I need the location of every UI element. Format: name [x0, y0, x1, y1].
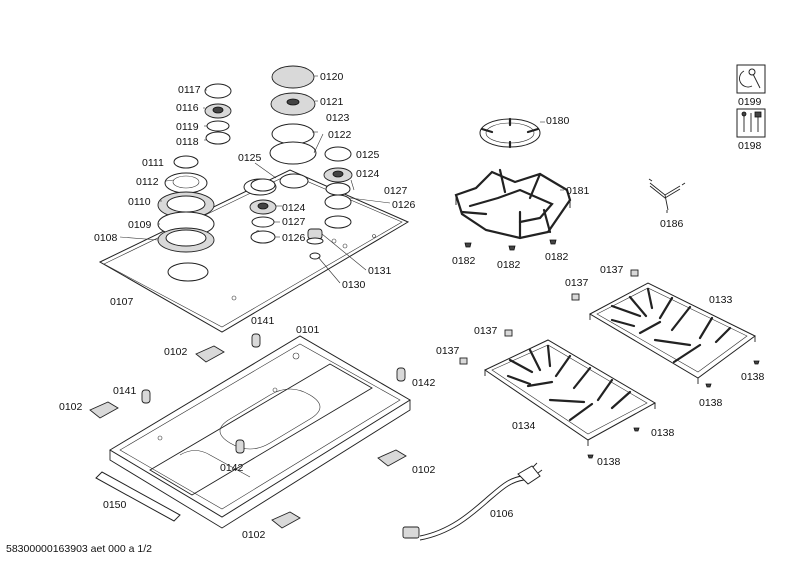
burner-center-stack — [269, 65, 317, 165]
label-0118: 0118 — [176, 136, 199, 148]
burner-cap-0117 — [204, 83, 232, 99]
label-0137-b: 0137 — [565, 277, 589, 289]
label-0138-d: 0138 — [597, 456, 621, 468]
tool-kit-icon — [736, 108, 766, 138]
label-0182-a: 0182 — [452, 255, 476, 267]
clips-0137 — [459, 269, 639, 365]
label-0137-d: 0137 — [436, 345, 460, 357]
label-0108: 0108 — [94, 232, 118, 244]
label-0126-mid: 0126 — [282, 232, 306, 244]
label-0198: 0198 — [738, 140, 762, 152]
label-0137-c: 0137 — [474, 325, 498, 337]
label-0141-left: 0141 — [113, 385, 137, 397]
label-0134: 0134 — [512, 420, 536, 432]
label-0112: 0112 — [136, 176, 159, 188]
leader-lines-top — [119, 75, 391, 284]
ring-0118 — [205, 131, 231, 145]
label-0138-b: 0138 — [699, 397, 723, 409]
wok-grid-0181 — [454, 168, 572, 240]
document-id-footer: 58300000163903 aet 000 a 1/2 — [6, 543, 152, 555]
feet-0138 — [587, 360, 760, 459]
label-0130: 0130 — [342, 279, 366, 291]
burner-right-stack — [323, 146, 353, 210]
label-0121: 0121 — [320, 96, 344, 108]
pan-support-0133 — [588, 282, 756, 384]
label-0127-right: 0127 — [384, 185, 408, 197]
hob-top-panel — [98, 169, 410, 333]
feet-0182 — [464, 239, 557, 251]
label-0117: 0117 — [178, 84, 201, 96]
label-0150: 0150 — [103, 499, 127, 511]
ring-0122 — [269, 141, 317, 165]
label-0126-right: 0126 — [392, 199, 416, 211]
valves-0141-0142 — [141, 333, 406, 454]
label-0120: 0120 — [320, 71, 344, 83]
label-0182-b: 0182 — [497, 259, 521, 271]
label-0110: 0110 — [128, 196, 151, 208]
label-0141-top: 0141 — [251, 315, 275, 327]
label-0102-d: 0102 — [242, 529, 266, 541]
label-0102-b: 0102 — [59, 401, 83, 413]
pan-support-0134 — [483, 339, 657, 446]
label-0181: 0181 — [566, 185, 590, 197]
label-0133: 0133 — [709, 294, 733, 306]
label-0102-a: 0102 — [164, 346, 188, 358]
power-cable-0106 — [402, 462, 543, 541]
label-0116: 0116 — [176, 102, 199, 114]
label-0138-a: 0138 — [741, 371, 765, 383]
label-0122: 0122 — [328, 129, 352, 141]
burner-large-stack — [157, 155, 215, 253]
simmer-plate-0186 — [648, 178, 686, 213]
label-0101: 0101 — [296, 324, 320, 336]
label-0106: 0106 — [490, 508, 514, 520]
control-knob — [306, 228, 324, 260]
label-0124-right: 0124 — [356, 168, 380, 180]
label-0123: 0123 — [326, 112, 350, 124]
service-manual-icon — [736, 64, 766, 94]
label-0142-right: 0142 — [412, 377, 436, 389]
ring-0123 — [271, 123, 315, 145]
burner-mid-stack — [249, 178, 277, 244]
label-0131: 0131 — [368, 265, 392, 277]
seal-strip-0150 — [95, 471, 181, 522]
label-0186: 0186 — [660, 218, 684, 230]
burner-small-stack — [204, 83, 232, 145]
label-0142-bottom: 0142 — [220, 462, 244, 474]
label-0109: 0109 — [128, 219, 152, 231]
wok-ring-0180 — [479, 117, 541, 149]
cap-0111 — [173, 155, 199, 169]
label-0199: 0199 — [738, 96, 762, 108]
label-0119: 0119 — [176, 121, 199, 133]
label-0111: 0111 — [142, 157, 164, 169]
base-tray-0101 — [109, 335, 411, 529]
label-0107: 0107 — [110, 296, 134, 308]
label-0138-c: 0138 — [651, 427, 675, 439]
part-labels: 0117 0116 0119 0118 0111 0112 0110 0109 … — [59, 71, 765, 541]
cap-0120 — [271, 65, 315, 89]
label-0137-a: 0137 — [600, 264, 624, 276]
label-0180: 0180 — [546, 115, 570, 127]
label-0182-c: 0182 — [545, 251, 569, 263]
label-0127-mid: 0127 — [282, 216, 306, 228]
label-0124-mid: 0124 — [282, 202, 306, 214]
label-0125-right: 0125 — [356, 149, 380, 161]
label-0102-c: 0102 — [412, 464, 436, 476]
brackets-0102 — [89, 345, 407, 529]
label-0125-mid: 0125 — [238, 152, 262, 164]
ring-0119 — [206, 120, 230, 132]
